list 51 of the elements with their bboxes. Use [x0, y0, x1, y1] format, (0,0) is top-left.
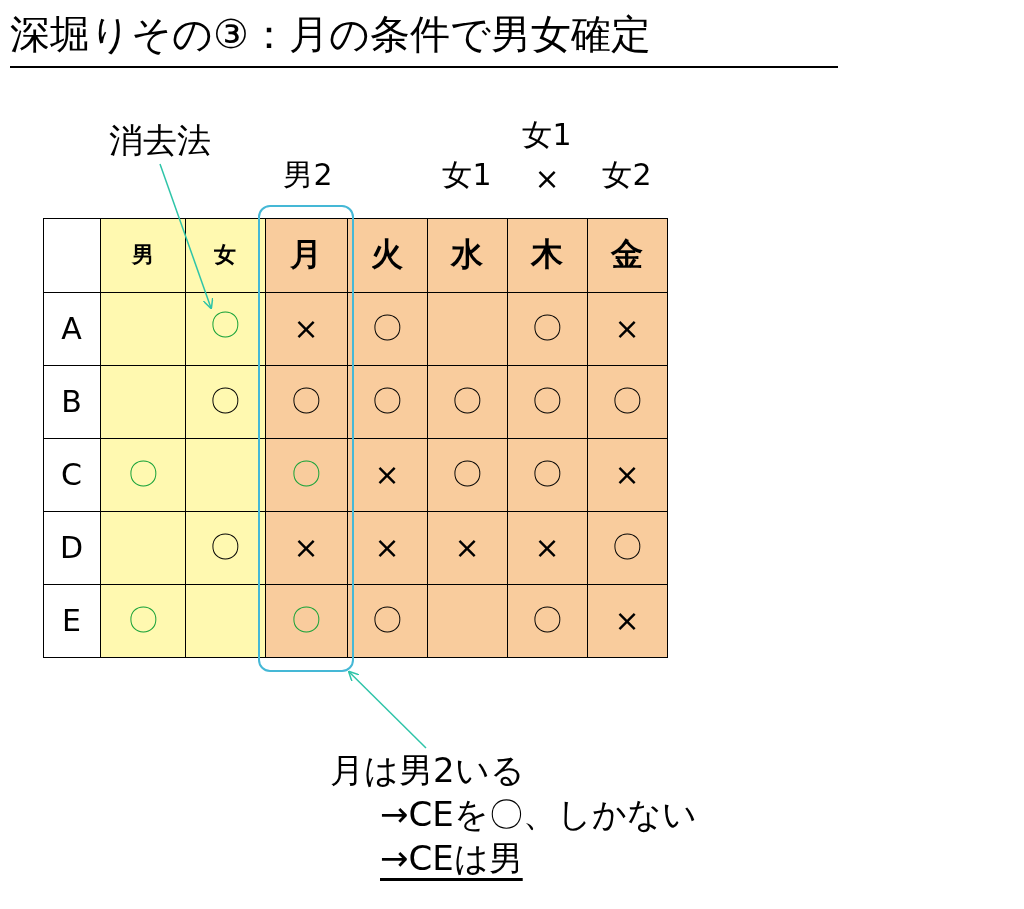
column-header: 金	[609, 235, 644, 275]
cell-mark: ×	[533, 529, 561, 567]
row-label: D	[58, 529, 85, 567]
cell-mark: 〇	[290, 455, 322, 493]
cell-mark: ×	[292, 310, 320, 348]
cell-mark: ×	[613, 456, 641, 494]
row-label: E	[61, 602, 82, 640]
cell-mark: 〇	[531, 455, 563, 493]
cell-mark: 〇	[371, 601, 403, 639]
cell-mark: 〇	[126, 455, 159, 493]
column-header: 男	[130, 241, 155, 269]
cell-mark: ×	[453, 529, 481, 567]
column-note: ×	[533, 159, 561, 198]
cell-mark: 〇	[451, 455, 483, 493]
cell-mark: 〇	[531, 601, 563, 639]
title: 深堀りその③：月の条件で男女確定	[10, 6, 838, 68]
cell-mark: 〇	[611, 528, 643, 566]
cell-mark: 〇	[209, 382, 241, 420]
cell-mark: ×	[613, 602, 641, 640]
leader-line	[159, 163, 214, 310]
column-header: 月	[289, 235, 323, 275]
cell-mark: 〇	[611, 382, 643, 420]
explanation-note: 月は男2いる →CEを〇、しかない →CEは男	[330, 748, 810, 880]
column-header: 水	[449, 235, 484, 275]
method-note: 消去法	[90, 118, 230, 164]
cell-mark: ×	[292, 529, 320, 567]
column-header: 火	[370, 235, 404, 275]
cell-mark: 〇	[205, 306, 245, 344]
cell-mark: 〇	[371, 309, 403, 347]
cell-mark: 〇	[209, 528, 241, 566]
column-note: 女2	[601, 155, 653, 194]
row-label: B	[60, 383, 83, 421]
column-note: 女1	[441, 155, 493, 194]
leader-line	[347, 670, 427, 749]
cell-mark: 〇	[290, 382, 322, 420]
column-header: 女	[213, 241, 237, 269]
cell-mark: 〇	[371, 382, 403, 420]
cell-mark: ×	[373, 529, 401, 567]
cell-mark: ×	[613, 310, 641, 348]
highlight-frame	[258, 205, 354, 672]
cell-mark: 〇	[451, 382, 483, 420]
cell-mark: 〇	[126, 601, 159, 639]
cell-mark: 〇	[531, 382, 563, 420]
column-note: 男2	[282, 155, 334, 194]
cell-mark: 〇	[290, 601, 322, 639]
cell-mark: ×	[373, 456, 401, 494]
column-header: 木	[529, 235, 564, 275]
column-note: 女1	[521, 115, 573, 154]
cell-mark: 〇	[531, 309, 563, 347]
row-label: C	[60, 456, 83, 494]
row-label: A	[60, 310, 83, 348]
